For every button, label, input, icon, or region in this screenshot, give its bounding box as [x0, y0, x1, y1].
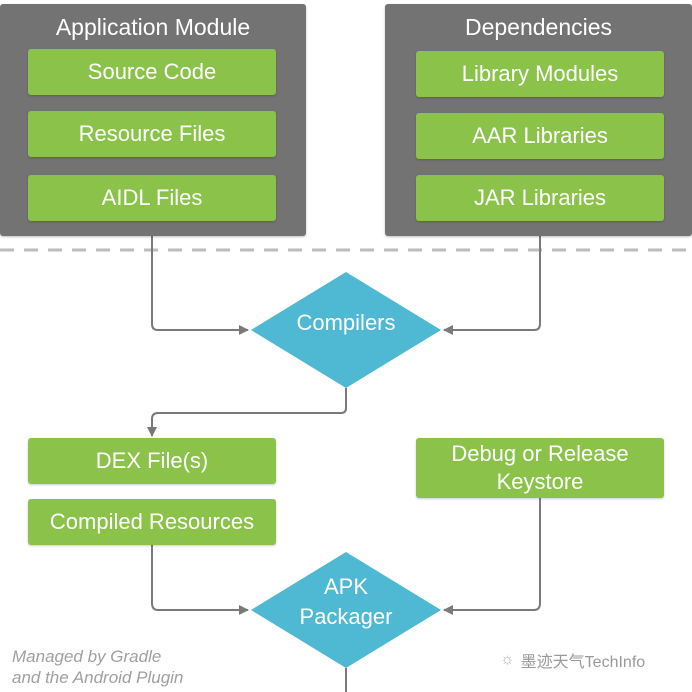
gradle-note: Managed by Gradle and the Android Plugin — [12, 646, 183, 688]
apk-packager-label-line2: Packager — [299, 604, 393, 629]
aar-libraries-box: AAR Libraries — [416, 113, 664, 159]
connector-resources-to-packager — [151, 545, 249, 615]
connector-app-to-compilers — [151, 236, 249, 335]
source-code-box: Source Code — [28, 49, 276, 95]
connector-keystore-to-packager — [443, 498, 541, 615]
connector-deps-to-compilers — [443, 236, 541, 335]
dex-files-box: DEX File(s) — [28, 438, 276, 484]
keystore-box: Debug or Release Keystore — [416, 438, 664, 498]
aidl-files-box: AIDL Files — [28, 175, 276, 221]
watermark-text: 墨迹天气TechInfo — [520, 654, 646, 671]
gradle-note-line2: and the Android Plugin — [12, 668, 184, 687]
application-module-title: Application Module — [55, 14, 251, 40]
compilers-diamond — [251, 272, 441, 388]
apk-packager-diamond — [251, 552, 441, 668]
wechat-icon: ☼ — [500, 651, 515, 668]
apk-packager-label-line1: APK — [323, 574, 369, 599]
resource-files-box: Resource Files — [28, 111, 276, 157]
watermark: ☼ 墨迹天气TechInfo — [500, 648, 645, 672]
library-modules-box: Library Modules — [416, 51, 664, 97]
connector-compilers-to-dex — [147, 388, 347, 437]
compiled-resources-box: Compiled Resources — [28, 499, 276, 545]
apk-packager-label: APK Packager — [266, 572, 426, 632]
jar-libraries-box: JAR Libraries — [416, 175, 664, 221]
dependencies-title: Dependencies — [464, 14, 613, 40]
gradle-note-line1: Managed by Gradle — [12, 647, 162, 666]
compilers-label: Compilers — [296, 310, 396, 335]
